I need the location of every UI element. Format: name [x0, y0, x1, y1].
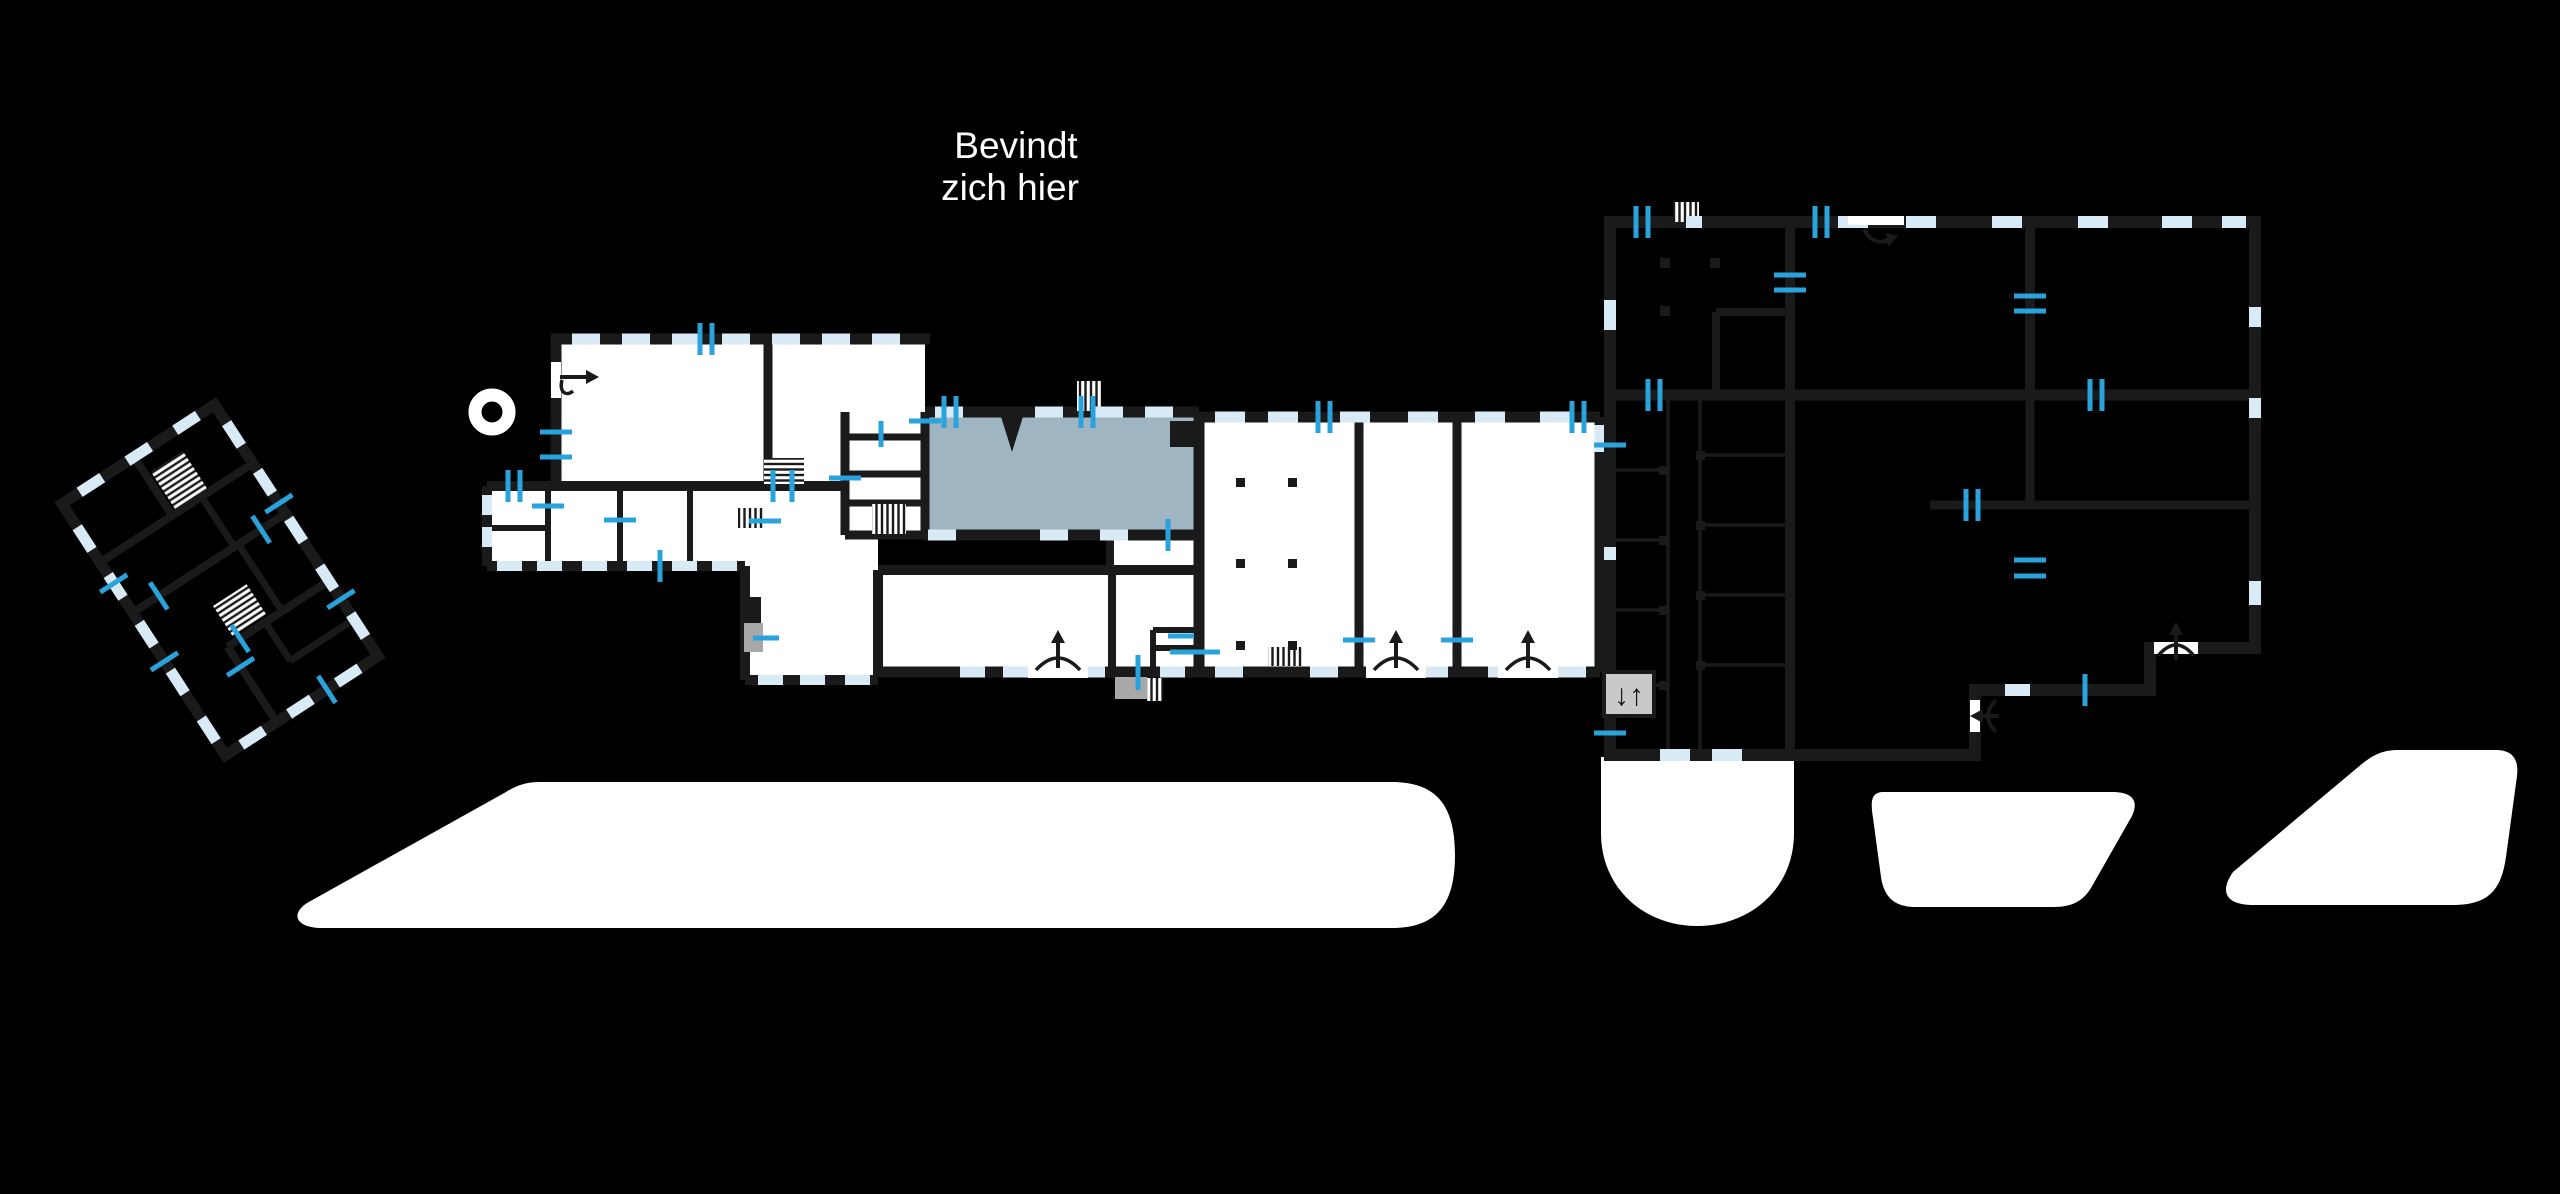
- door-markers-east: [1594, 206, 2105, 736]
- room-area: [745, 486, 878, 680]
- entrance-arrow-icon: [1498, 630, 1558, 678]
- stairs-icon: [1147, 678, 1163, 701]
- window-markers-east: [1604, 216, 2261, 761]
- east-outline: [1604, 216, 2261, 761]
- stairs-icon: [151, 451, 207, 510]
- room-area: [556, 339, 768, 486]
- stairs-icon: [764, 458, 804, 484]
- you-are-here-line2: zich hier: [941, 167, 1079, 208]
- west-building: [482, 323, 1606, 701]
- annex-door-markers: [98, 492, 356, 705]
- east-inner-walls: [1610, 222, 2255, 755]
- stairs-icon: [1268, 647, 1304, 666]
- stairs-icon: [213, 584, 267, 637]
- room-area: [878, 570, 1199, 677]
- exit-arrow-icon: [2154, 622, 2198, 660]
- terrace-shape: [1871, 792, 2135, 907]
- door-markers-west: [505, 323, 1587, 690]
- entrance-arrow-icon: [1028, 630, 1088, 678]
- exit-arrow-icon: [1970, 698, 1999, 734]
- east-building: ↓↑: [1594, 202, 2261, 761]
- ground-shapes: [297, 750, 2518, 928]
- platform-shape: [297, 782, 1455, 928]
- you-are-here-room: [925, 412, 1199, 535]
- apse-shape: [1601, 757, 1794, 926]
- room-area: [1199, 417, 1600, 672]
- exterior-steps: [1115, 677, 1147, 699]
- stairs-icon: [738, 508, 763, 528]
- elevator-glyph: ↓↑: [1614, 679, 1644, 712]
- wedge-shape: [2226, 750, 2518, 905]
- you-are-here-line1: Bevindt: [954, 125, 1078, 166]
- stairs-icon: [872, 504, 906, 534]
- elevator-icon: ↓↑: [1602, 670, 1656, 718]
- column-dots: [1659, 258, 1720, 690]
- entrance-arrow-icon: [1366, 630, 1426, 678]
- window-markers-west: [482, 333, 1606, 685]
- location-ring-icon: [468, 388, 516, 436]
- you-are-here-label: Bevindt zich hier: [941, 125, 1079, 208]
- column-dots: [1236, 478, 1297, 650]
- revolving-door-icon: [1848, 216, 1904, 247]
- entrance-arrow-icon: [551, 362, 599, 398]
- annex-window-markers: [72, 410, 371, 750]
- annex-building: [54, 397, 386, 763]
- stairs-icons-west: [738, 381, 1304, 701]
